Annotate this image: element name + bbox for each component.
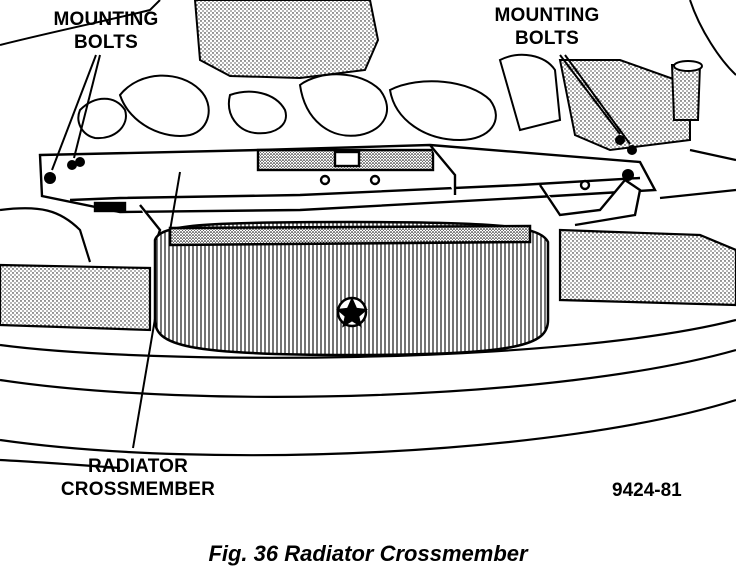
figure-caption: Fig. 36 Radiator Crossmember (0, 541, 736, 567)
headlamps (0, 228, 736, 332)
mounting-bolts-left-line2: BOLTS (74, 32, 138, 53)
mounting-bolts-left-label: MOUNTING BOLTS (36, 8, 176, 54)
engine-compartment (0, 0, 736, 152)
mounting-bolts (44, 135, 637, 184)
mounting-bolts-left-line1: MOUNTING (53, 9, 159, 30)
crossmember-bar (38, 143, 657, 246)
radiator-crossmember-label: RADIATOR CROSSMEMBER (48, 455, 228, 501)
caption-title: Radiator Crossmember (284, 541, 528, 566)
mounting-bolts-right-line1: MOUNTING (494, 5, 600, 26)
figure-code: 9424-81 (612, 480, 682, 501)
grille (153, 220, 550, 357)
radiator-label-line2: CROSSMEMBER (60, 479, 216, 500)
bumper (0, 148, 736, 470)
mounting-bolts-right-label: MOUNTING BOLTS (477, 4, 617, 50)
radiator-label-line1: RADIATOR (87, 456, 189, 477)
mounting-bolts-right-line2: BOLTS (515, 28, 579, 49)
caption-number: Fig. 36 (208, 541, 279, 566)
